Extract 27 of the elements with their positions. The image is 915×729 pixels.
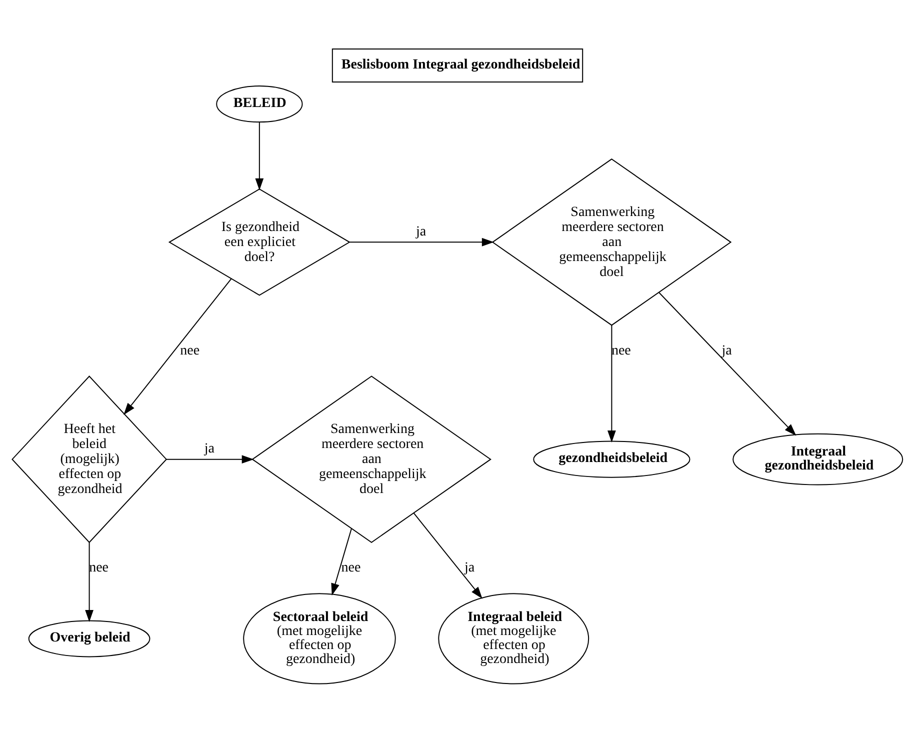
- arrow: [349, 238, 494, 246]
- arrow: [85, 542, 94, 622]
- arrow: [124, 278, 232, 415]
- node-ellipse: Integraal beleid (met mogelijke effecten op gezondheid): [438, 593, 590, 684]
- node-ellipse: gezondheidsbeleid: [533, 440, 690, 478]
- node-diamond: Is gezondheid een expliciet doel?: [168, 188, 350, 296]
- arrow: [607, 324, 616, 443]
- node-diamond: Samenwerking meerdere sectoren aan gemeenschappelijk doel: [252, 376, 492, 543]
- edge-label: ja: [416, 224, 426, 240]
- arrow: [331, 528, 352, 596]
- arrow: [255, 122, 264, 190]
- node-ellipse: Integraal gezondheidsbeleid: [732, 433, 904, 486]
- arrow: [658, 292, 796, 436]
- edge-label: nee: [341, 560, 361, 576]
- edge-label: ja: [464, 560, 475, 576]
- edge-label: nee: [611, 343, 631, 358]
- edge-label: ja: [722, 343, 732, 358]
- edge-label: nee: [180, 343, 200, 358]
- arrow: [413, 512, 482, 599]
- diagram-title: Beslisboom Integraal gezondheidsbeleid: [341, 58, 580, 73]
- edge-label: ja: [204, 442, 214, 457]
- node-ellipse: Sectoraal beleid (met mogelijke effecten op gezondheid): [243, 593, 396, 684]
- node-ellipse: Overig beleid: [28, 620, 150, 658]
- node-ellipse: BELEID: [216, 86, 303, 123]
- node-diamond: Samenwerking meerdere sectoren aan gemeenschappelijk doel: [492, 158, 732, 326]
- node-diamond: Heeft het beleid (mogelijk) effecten op gezondheid: [12, 376, 168, 544]
- arrow: [166, 455, 254, 464]
